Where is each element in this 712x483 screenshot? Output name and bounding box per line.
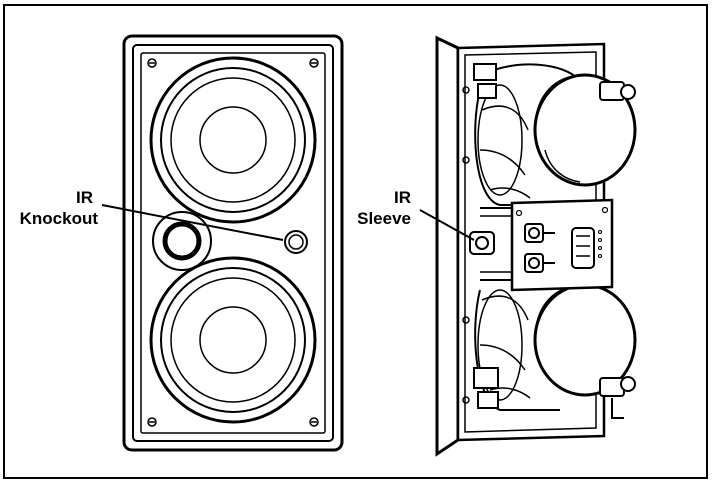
ir-sleeve-label-line2: Sleeve — [357, 209, 411, 228]
tweeter — [152, 211, 212, 271]
upper-woofer-basket — [473, 63, 637, 206]
ir-knockout — [284, 230, 308, 254]
ir-knockout-label-line2: Knockout — [20, 209, 99, 228]
lower-woofer — [149, 256, 317, 424]
upper-woofer — [149, 56, 317, 224]
front-screws — [147, 58, 319, 427]
front-speaker — [122, 34, 344, 452]
crossover-board — [510, 198, 614, 292]
lower-woofer-basket — [473, 283, 637, 419]
ir-sleeve-leader — [419, 209, 475, 241]
ir-knockout-label-line1: IR — [76, 188, 93, 207]
rear-frame-screws — [462, 86, 470, 404]
rear-speaker — [435, 35, 637, 457]
ir-sleeve-label-line1: IR — [394, 188, 411, 207]
ir-sleeve — [469, 231, 495, 255]
ir-knockout-leader — [101, 204, 284, 241]
